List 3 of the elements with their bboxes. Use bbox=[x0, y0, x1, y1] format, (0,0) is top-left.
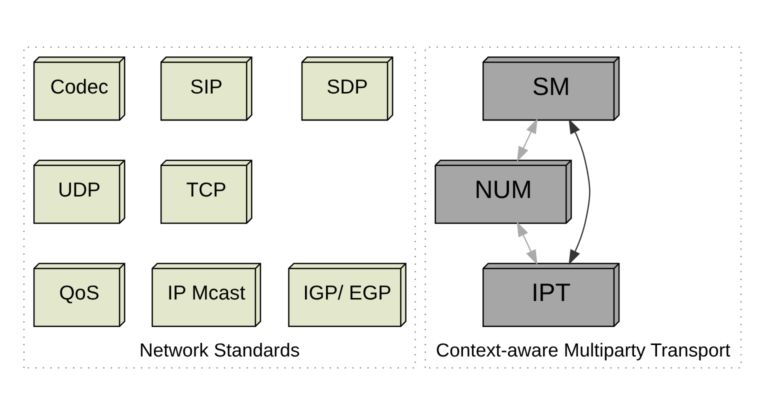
arrow bbox=[568, 118, 590, 265]
arrow bbox=[516, 118, 538, 162]
arrow bbox=[516, 222, 538, 265]
